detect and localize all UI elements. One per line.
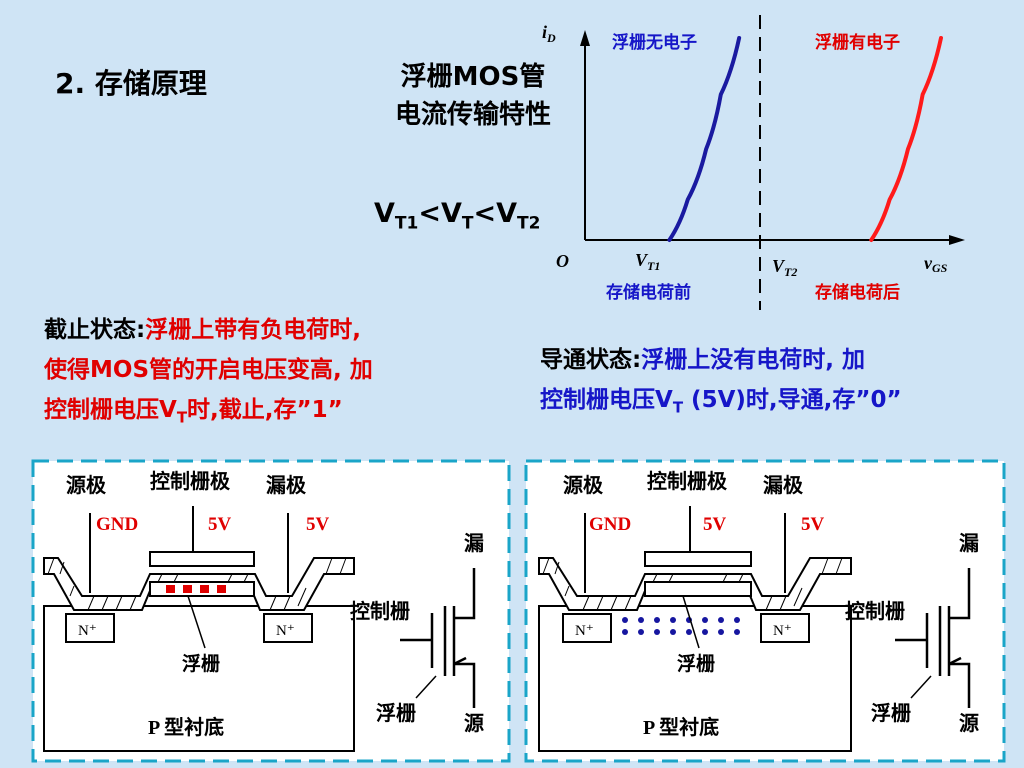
conduct-label: 导通状态: (540, 347, 642, 373)
symbol-drain-label: 漏 (464, 532, 484, 555)
control-gate-label: 控制栅极 (150, 469, 231, 493)
symbol-drain-label: 漏 (959, 532, 979, 555)
gate-voltage-label: 5V (703, 514, 727, 535)
vt-relation: VT1<VT<VT2 (374, 198, 540, 233)
conduct-state-text: 导通状态:浮栅上没有电荷时, 加 控制栅电压VT (5V)时,导通,存”0” (540, 340, 1020, 428)
floating-gate-plate (644, 581, 752, 597)
substrate-label: P 型衬底 (643, 715, 719, 739)
drain-label: 漏极 (763, 473, 804, 497)
symbol-float-leader (910, 675, 932, 699)
chart-title: 浮栅MOS管 电流传输特性 (378, 58, 568, 134)
x-axis-label: vGS (924, 253, 948, 275)
vt1-label: VT1 (635, 250, 660, 273)
source-label: 源极 (563, 473, 604, 497)
gnd-label: GND (589, 514, 631, 535)
n-plus-drain-region (263, 613, 313, 643)
transistor-symbol (895, 568, 971, 708)
drain-label: 漏极 (266, 473, 307, 497)
origin-label: O (556, 251, 569, 271)
symbol-source-label: 源 (464, 712, 484, 735)
vt-relation-lt1: <V (418, 198, 462, 229)
n-plus-drain-label: N⁺ (276, 623, 295, 639)
series-name-no-electron: 浮栅无电子 (612, 32, 697, 53)
n-plus-drain-region (760, 613, 810, 643)
floating-gate-leader (682, 595, 700, 649)
n-plus-source-label: N⁺ (78, 623, 97, 639)
floating-gate-label: 浮栅 (182, 652, 220, 675)
caption-before-storage: 存储电荷前 (606, 282, 691, 303)
chart-title-line1: 浮栅MOS管 (400, 62, 546, 92)
symbol-floating-gate-label: 浮栅 (871, 701, 911, 725)
symbol-float-leader (415, 675, 437, 699)
conduct-text1: 浮栅上没有电荷时, 加 (641, 347, 865, 373)
control-gate-plate (644, 551, 752, 567)
cutoff-label: 截止状态: (44, 317, 146, 343)
n-plus-source-label: N⁺ (575, 623, 594, 639)
transfer-chart: iD O vGS VT1 VT2 浮栅无电子 浮栅有电子 存储电荷前 存储电荷后 (542, 15, 965, 310)
drain-voltage-label: 5V (306, 514, 330, 535)
symbol-floating-gate-label: 浮栅 (376, 701, 416, 725)
vt-relation-sub3: T2 (517, 213, 541, 234)
n-plus-source-region (562, 613, 612, 643)
stored-charges (166, 585, 226, 593)
cutoff-text3b: 时,截止,存”1” (187, 397, 343, 423)
n-plus-drain-label: N⁺ (773, 623, 792, 639)
y-axis-arrow (580, 30, 590, 46)
caption-after-storage: 存储电荷后 (815, 282, 900, 303)
floating-gate-label: 浮栅 (677, 652, 715, 675)
drain-voltage-label: 5V (801, 514, 825, 535)
n-plus-source-region (65, 613, 115, 643)
vt2-label: VT2 (772, 256, 797, 279)
vt-relation-sub1: T1 (394, 213, 419, 234)
transistor-symbol (400, 568, 476, 708)
cutoff-state-text: 截止状态:浮栅上带有负电荷时, 使得MOS管的开启电压变高, 加 控制栅电压VT… (44, 310, 494, 438)
vt-relation-v1: V (374, 198, 395, 229)
cutoff-text3a: 控制栅电压V (44, 397, 177, 423)
floating-gate-leader (187, 595, 206, 649)
cutoff-text2: 使得MOS管的开启电压变高, 加 (44, 357, 373, 383)
gate-voltage-label: 5V (208, 514, 232, 535)
conduct-text2b: (5V)时,导通,存”0” (683, 387, 902, 413)
control-gate-plate (149, 551, 255, 567)
y-axis-label: iD (542, 22, 556, 45)
series-curve-with-electron (869, 36, 943, 242)
section-title: 2. 存储原理 (55, 67, 207, 100)
x-axis-arrow (949, 235, 965, 245)
cutoff-text3sub: T (176, 408, 188, 427)
vt-relation-lt2: <V (473, 198, 518, 229)
control-gate-label: 控制栅极 (647, 469, 728, 493)
symbol-control-gate-label: 控制栅 (350, 599, 410, 623)
vt-relation-sub2: T (461, 213, 474, 234)
conduct-text2a: 控制栅电压V (540, 387, 673, 413)
substrate-label: P 型衬底 (148, 715, 224, 739)
right-device-diagram: 源极 控制栅极 漏极 GND 5V 5V N⁺ N⁺ 浮栅 P 型衬底 (524, 459, 1006, 763)
channel-electrons (622, 617, 740, 635)
cutoff-text1: 浮栅上带有负电荷时, (145, 317, 361, 343)
chart-title-line2: 电流传输特性 (394, 100, 551, 130)
gnd-label: GND (96, 514, 138, 535)
symbol-source-label: 源 (959, 712, 979, 735)
symbol-control-gate-label: 控制栅 (845, 599, 905, 623)
source-label: 源极 (66, 473, 107, 497)
series-name-with-electron: 浮栅有电子 (815, 32, 900, 53)
series-curve-no-electron (667, 36, 742, 242)
conduct-text2sub: T (672, 398, 684, 417)
left-device-diagram: 源极 控制栅极 漏极 GND 5V 5V N⁺ N⁺ 浮栅 P 型衬底 (31, 459, 511, 763)
